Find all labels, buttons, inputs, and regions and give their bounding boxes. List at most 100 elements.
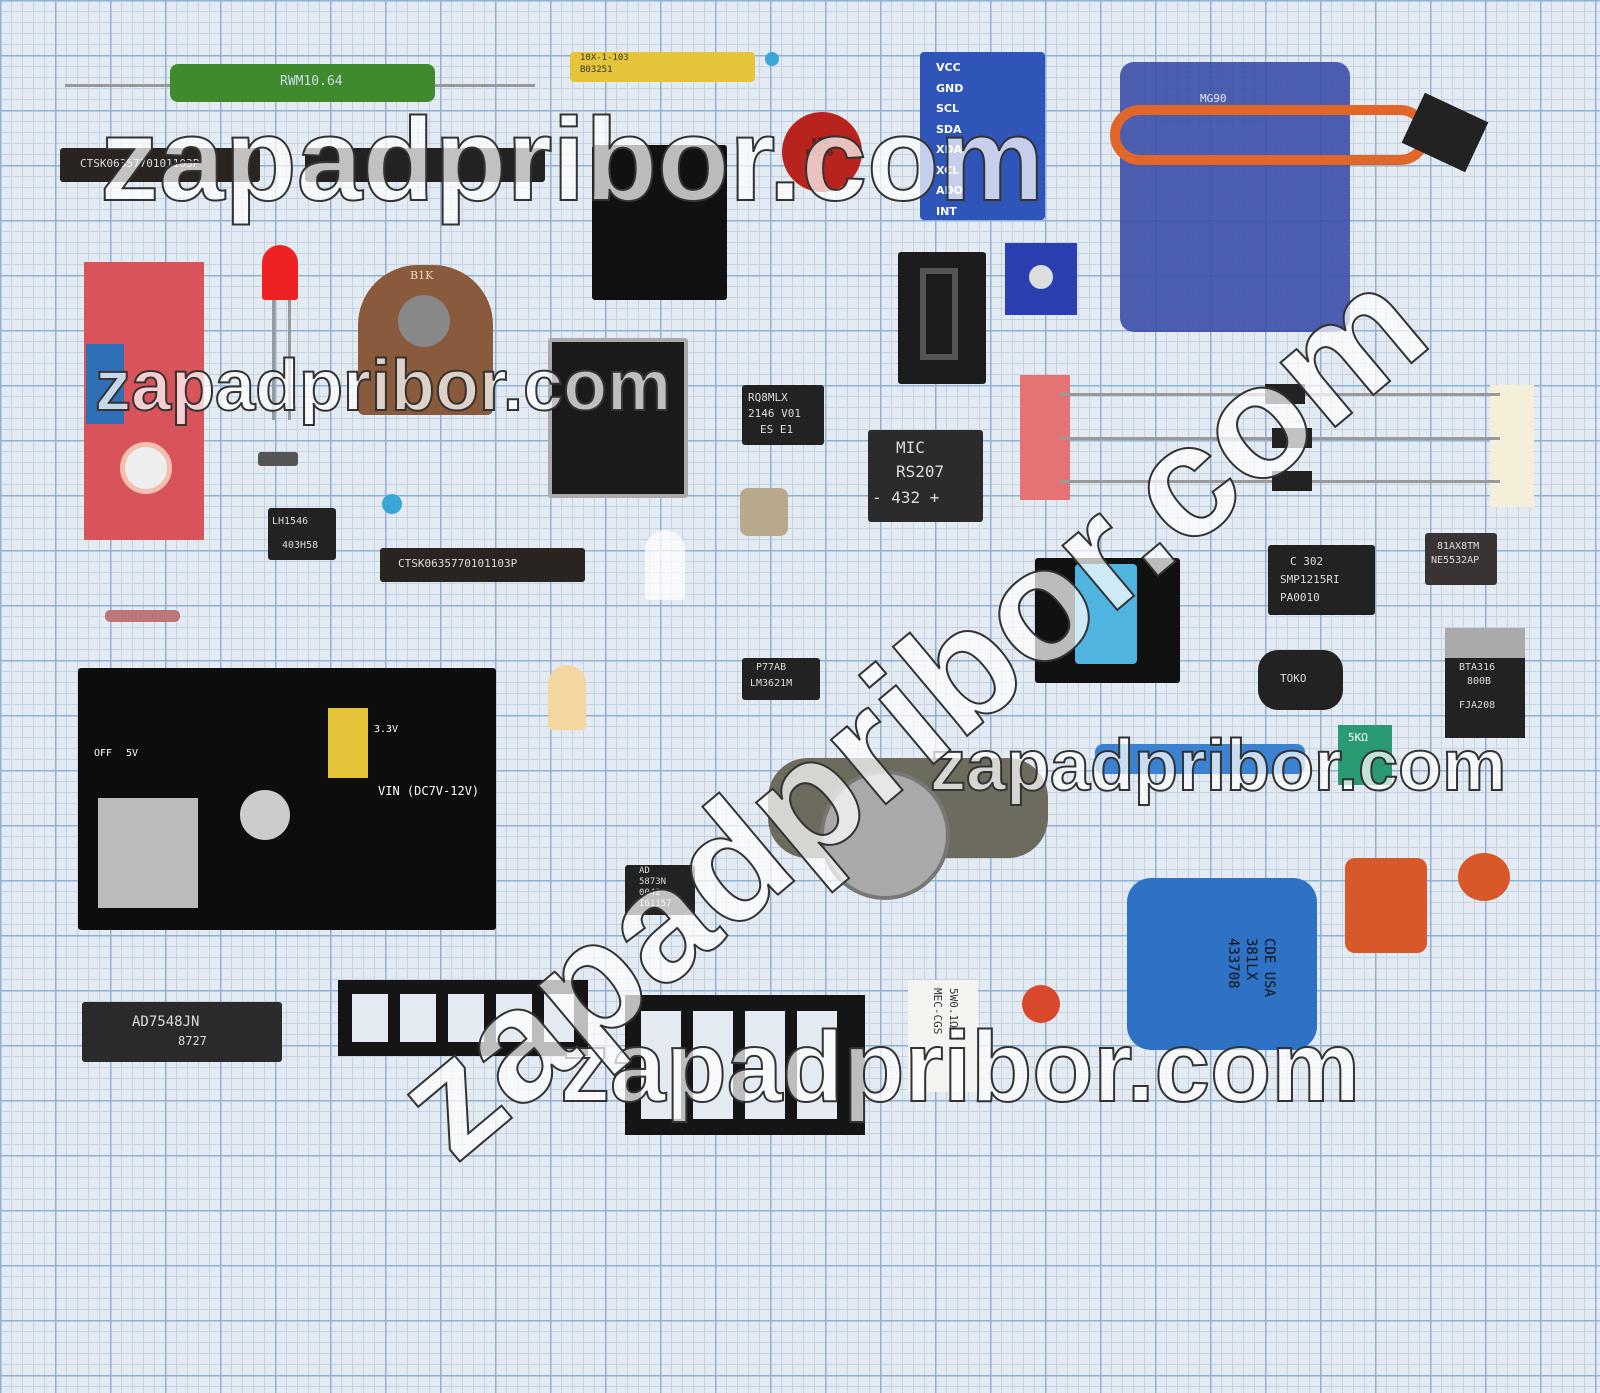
diode <box>1060 471 1500 491</box>
marking: NE5532AP <box>1431 555 1480 566</box>
thermostat-cap <box>820 770 950 900</box>
usb-port <box>98 798 198 908</box>
ic-rq8mlx: RQ8MLX 2146 V01 ES E1 <box>742 385 824 445</box>
ic-smp1215: C 302 SMP1215RI PA0010 <box>1268 545 1375 615</box>
toko-inductor: TOKO <box>1258 650 1343 710</box>
yellow-led <box>548 665 586 730</box>
marking: 381LX <box>1243 938 1259 981</box>
sip-resistor-network <box>305 148 545 182</box>
marking: 8727 <box>178 1034 207 1048</box>
yellow-resistor-network: 10X-1-103 B03251 <box>570 52 755 82</box>
ic-ad5873: AD 5873N 0042 I61157 <box>625 865 695 915</box>
ic-lm3621: P77AB LM3621M <box>742 658 820 700</box>
v5-label: 5V <box>126 748 139 759</box>
green-wirewound-resistor-body: RWM10.64 <box>170 64 435 102</box>
seven-segment-display <box>898 252 986 384</box>
marking: LH1546 <box>272 516 309 527</box>
marking: FJA208 <box>1459 700 1496 711</box>
pin-label: XDA <box>936 143 963 156</box>
diode <box>1060 384 1500 404</box>
red-led <box>262 245 298 300</box>
pin-label: SDA <box>936 122 962 136</box>
marking: - 432 + <box>872 488 940 507</box>
pin-label: ADO <box>936 184 963 197</box>
rotary-potentiometer: B1K <box>358 265 493 415</box>
marking: RS207 <box>896 462 945 481</box>
marking: MIC <box>896 438 925 457</box>
vin-label: VIN (DC7V-12V) <box>378 784 480 798</box>
dht-sensor <box>1075 564 1137 664</box>
marking: SMP1215RI <box>1280 573 1340 586</box>
blue-trimmer-pot <box>1005 243 1077 315</box>
red-sensor-module <box>84 262 204 540</box>
ic-lh1546: LH1546 403H58 <box>268 508 336 560</box>
diode-tape-white <box>1490 385 1534 507</box>
pin-label: GND <box>936 81 964 95</box>
small-resistor <box>105 610 180 622</box>
blue-trimmer <box>86 344 124 424</box>
marking: RQ8MLX <box>748 391 788 404</box>
servo-cable <box>1110 105 1430 165</box>
marking: 5KΩ <box>1348 731 1368 744</box>
blue-capacitor <box>765 52 779 66</box>
pin-label: VCC <box>936 61 961 74</box>
marking: CTSK0635770101103P <box>80 157 200 170</box>
adjust-screw <box>1029 265 1053 289</box>
marking: B03251 <box>580 65 613 75</box>
segment-digit <box>920 268 958 360</box>
marking: 5873N <box>639 877 667 887</box>
marking: LM3621M <box>750 678 793 689</box>
marking: MEC-CGS <box>931 988 944 1035</box>
humidity-sensor-module <box>1035 558 1180 683</box>
diode <box>1060 428 1500 448</box>
ceramic-capacitor <box>382 494 402 514</box>
dip-socket-module <box>548 338 688 498</box>
marking: AD <box>639 866 650 876</box>
pin-label: INT <box>936 204 957 218</box>
marking: 0042 <box>639 888 661 898</box>
ic-socket <box>625 995 865 1135</box>
marking: CDE USA <box>1261 938 1277 998</box>
ic-ne5532: 81AX8TM NE5532AP <box>1425 533 1497 585</box>
pin-labels: VCC GND SCL SDA XDA XCL ADO INT <box>936 58 963 222</box>
v33-label: 3.3V <box>374 724 399 735</box>
shaft <box>398 295 450 347</box>
metal-can-transistor <box>740 488 788 536</box>
jumper-header <box>328 708 368 778</box>
ic-ad7548: AD7548JN 8727 <box>82 1002 282 1062</box>
blue-resistor <box>1095 744 1305 774</box>
gyro-sensor-board: VCC GND SCL SDA XDA XCL ADO INT <box>920 52 1045 220</box>
ceramic-power-resistor: 5W0.1Ω J MEC-CGS <box>908 980 978 1092</box>
red-varistor: KCB RF110 <box>782 112 862 192</box>
marking: 403H58 <box>282 540 319 551</box>
marking: AD7548JN <box>132 1014 200 1030</box>
marking: 800B <box>1467 676 1492 687</box>
marking: BTA316 <box>1459 662 1496 673</box>
micro-servo: MG90 <box>1120 62 1350 332</box>
marking: ES E1 <box>760 423 794 436</box>
marking: KCB <box>812 137 829 147</box>
marking: 10X-1-103 <box>580 53 629 63</box>
marking: I61157 <box>639 899 672 909</box>
electrolytic-cap <box>240 790 290 840</box>
pin-label: SCL <box>936 102 960 115</box>
led-lead <box>288 300 291 420</box>
marking: 2146 V01 <box>748 407 801 420</box>
breadboard-power-module: VIN (DC7V-12V) 3.3V 5V OFF <box>78 668 496 930</box>
led-lead <box>272 300 275 420</box>
marking: TOKO <box>1280 672 1307 685</box>
clear-led <box>645 530 685 600</box>
marking: 5W0.1Ω J <box>947 988 960 1041</box>
sip-resistor-network: CTSK0635770101103P <box>60 148 260 182</box>
marking: MG90 <box>1200 92 1227 105</box>
marking: CTSK0635770101103P <box>398 557 518 570</box>
off-label: OFF <box>94 748 113 759</box>
marking: 81AX8TM <box>1437 541 1480 552</box>
resistor-marking: RWM10.64 <box>280 74 343 89</box>
mounting-hole <box>120 442 172 494</box>
ic-socket <box>338 980 588 1056</box>
marking: B1K <box>410 269 434 282</box>
sip-resistor-network: CTSK0635770101103P <box>380 548 585 582</box>
smd-resistor <box>258 452 298 466</box>
marking: RF110 <box>806 149 834 159</box>
